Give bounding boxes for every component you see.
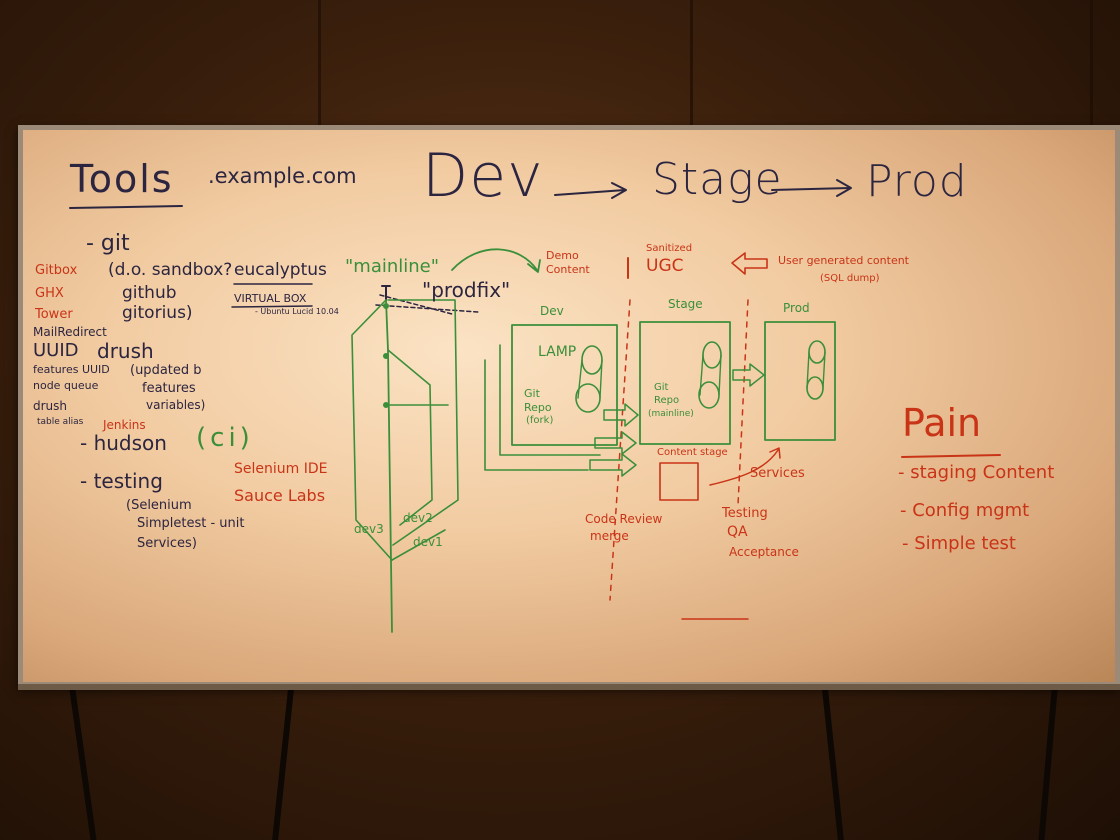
demo-content-label: Content xyxy=(546,263,590,276)
dev-box-label: Dev xyxy=(540,304,564,318)
git-host-item: eucalyptus xyxy=(234,260,327,280)
repo-fork-label: Repo xyxy=(524,401,552,414)
git-host-item: github xyxy=(122,283,177,303)
stage-heading-stage: Stage xyxy=(652,154,783,205)
demo-content-label: Demo xyxy=(546,249,579,262)
pain-item: - Simple test xyxy=(902,533,1016,554)
stage-heading-dev: Dev xyxy=(422,141,544,211)
drush-label: drush xyxy=(97,339,154,363)
misc-tool-item: drush xyxy=(33,399,68,413)
repo-fork-label: Git xyxy=(524,387,540,400)
pain-underline xyxy=(901,454,1001,458)
sanitized-label: Sanitized xyxy=(646,243,693,254)
wall-panel-seam xyxy=(318,0,321,130)
dev-box xyxy=(511,324,618,446)
whiteboard-tray xyxy=(18,684,1120,690)
virtualbox-label: VIRTUAL BOX xyxy=(234,292,307,305)
testing-tool: Simpletest - unit xyxy=(137,516,245,531)
content-stage-label: Content stage xyxy=(657,447,728,458)
domain-label: .example.com xyxy=(208,164,357,188)
testing-qa-label: QA xyxy=(727,524,748,540)
services-label: Services xyxy=(750,466,805,481)
testing-label: - testing xyxy=(80,469,163,493)
sauce-labs-label: Sauce Labs xyxy=(234,486,326,505)
stage-heading-prod: Prod xyxy=(866,156,968,207)
repo-mainline-label: Git xyxy=(654,382,669,393)
misc-tool-item: node queue xyxy=(33,379,99,392)
ci-label: (ci) xyxy=(196,423,254,453)
misc-tool-item: features UUID xyxy=(33,363,110,376)
stage-box xyxy=(639,321,731,445)
git-client-item: GHX xyxy=(35,286,64,301)
sql-dump-label: (SQL dump) xyxy=(820,273,880,284)
ubuntu-label: - Ubuntu Lucid 10.04 xyxy=(255,307,339,316)
misc-tool-item: UUID xyxy=(33,340,79,361)
code-review-label: Code Review xyxy=(585,512,663,526)
drush-note: (updated b xyxy=(130,363,202,378)
git-client-item: Gitbox xyxy=(35,263,78,278)
git-host-item: gitorius) xyxy=(122,303,193,323)
pain-heading: Pain xyxy=(902,401,982,445)
branch-label: dev1 xyxy=(413,535,443,549)
git-client-item: Tower xyxy=(35,307,73,322)
prod-box-label: Prod xyxy=(783,301,810,315)
tools-heading: Tools xyxy=(70,157,174,201)
wall-panel-seam xyxy=(690,0,693,130)
lamp-label: LAMP xyxy=(538,344,577,360)
testing-qa-label: Acceptance xyxy=(729,545,799,559)
code-review-label: merge xyxy=(590,529,629,543)
jenkins-label: Jenkins xyxy=(103,418,146,432)
testing-qa-label: Testing xyxy=(722,506,768,521)
pain-item: - Config mgmt xyxy=(900,500,1030,521)
repo-fork-label: (fork) xyxy=(526,415,554,426)
branch-label: dev2 xyxy=(403,511,433,525)
prodfix-label: "prodfix" xyxy=(422,278,511,302)
prod-box xyxy=(764,321,836,441)
user-generated-label: User generated content xyxy=(778,254,909,267)
wall-panel-seam xyxy=(1090,0,1093,130)
git-label: - git xyxy=(86,231,130,256)
drush-note: variables) xyxy=(146,398,206,412)
stage-to-prod-arrow xyxy=(771,179,852,197)
pain-item: - staging Content xyxy=(898,462,1055,483)
drush-note: features xyxy=(142,381,196,396)
stage-prod-divider xyxy=(737,299,749,506)
branch-label: dev3 xyxy=(354,522,384,536)
git-host-item: (d.o. sandbox? xyxy=(108,260,233,280)
ugc-label: UGC xyxy=(646,256,684,276)
dev-to-stage-arrow xyxy=(554,182,627,199)
whiteboard xyxy=(18,125,1120,687)
content-stage-box xyxy=(659,462,699,501)
misc-tool-item: table alias xyxy=(37,417,84,427)
repo-mainline-label: Repo xyxy=(654,395,680,406)
testing-tool: Services) xyxy=(137,536,197,551)
mainline-label: "mainline" xyxy=(345,256,440,277)
misc-tool-item: MailRedirect xyxy=(33,325,107,339)
stage-box-label: Stage xyxy=(668,297,703,311)
repo-mainline-label: (mainline) xyxy=(648,409,694,419)
tools-underline xyxy=(69,205,183,209)
testing-tool: (Selenium xyxy=(126,498,192,513)
selenium-ide-label: Selenium IDE xyxy=(234,461,328,477)
hudson-label: - hudson xyxy=(80,431,167,455)
